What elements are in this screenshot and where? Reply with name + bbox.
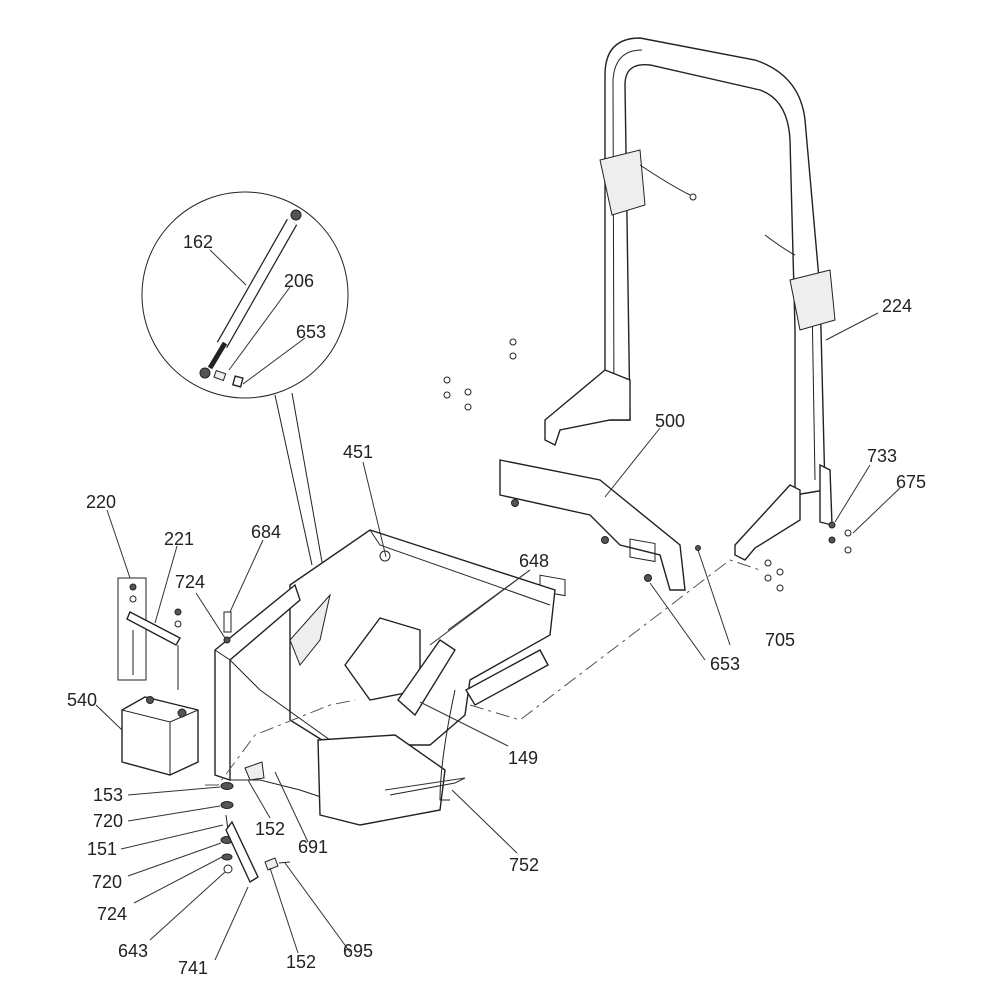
callout-705: 705 xyxy=(765,630,795,650)
callout-724-top: 724 xyxy=(175,572,205,592)
roll-bar-icon xyxy=(544,37,836,561)
callout-152-upper: 152 xyxy=(255,819,285,839)
cross-bracket-icon xyxy=(499,459,686,597)
bolt-684-icon xyxy=(223,611,232,644)
callout-752: 752 xyxy=(509,855,539,875)
callout-224: 224 xyxy=(882,296,912,316)
callout-643: 643 xyxy=(118,941,148,961)
callout-540: 540 xyxy=(67,690,97,710)
callout-162: 162 xyxy=(183,232,213,252)
seat-frame-icon xyxy=(214,529,556,826)
callout-733: 733 xyxy=(867,446,897,466)
callout-724-lower: 724 xyxy=(97,904,127,924)
callout-653: 653 xyxy=(710,654,740,674)
callout-653-detail: 653 xyxy=(296,322,326,342)
callout-720-upper: 720 xyxy=(93,811,123,831)
callout-152-lower: 152 xyxy=(286,952,316,972)
callout-151: 151 xyxy=(87,839,117,859)
centerline xyxy=(205,699,356,786)
callout-153: 153 xyxy=(93,785,123,805)
callout-691: 691 xyxy=(298,837,328,857)
centerline xyxy=(469,559,761,721)
hold-down-kit-icon xyxy=(117,577,182,690)
callout-648: 648 xyxy=(519,551,549,571)
leader-lines xyxy=(95,249,901,961)
callout-221: 221 xyxy=(164,529,194,549)
callout-149: 149 xyxy=(508,748,538,768)
hinge-hardware-icon xyxy=(220,761,291,884)
battery-icon xyxy=(121,696,199,776)
callout-675: 675 xyxy=(896,472,926,492)
callout-451: 451 xyxy=(343,442,373,462)
callout-500: 500 xyxy=(655,411,685,431)
callout-206: 206 xyxy=(284,271,314,291)
callout-741: 741 xyxy=(178,958,208,978)
callout-684: 684 xyxy=(251,522,281,542)
detail-circle-gas-strut xyxy=(141,191,349,566)
callout-695: 695 xyxy=(343,941,373,961)
gas-strut-icon xyxy=(199,209,302,388)
callout-220: 220 xyxy=(86,492,116,512)
callout-720-lower: 720 xyxy=(92,872,122,892)
callout-labels: 162 206 653 224 500 451 733 675 220 221 … xyxy=(67,232,926,978)
loose-bolts-icon xyxy=(443,338,852,592)
